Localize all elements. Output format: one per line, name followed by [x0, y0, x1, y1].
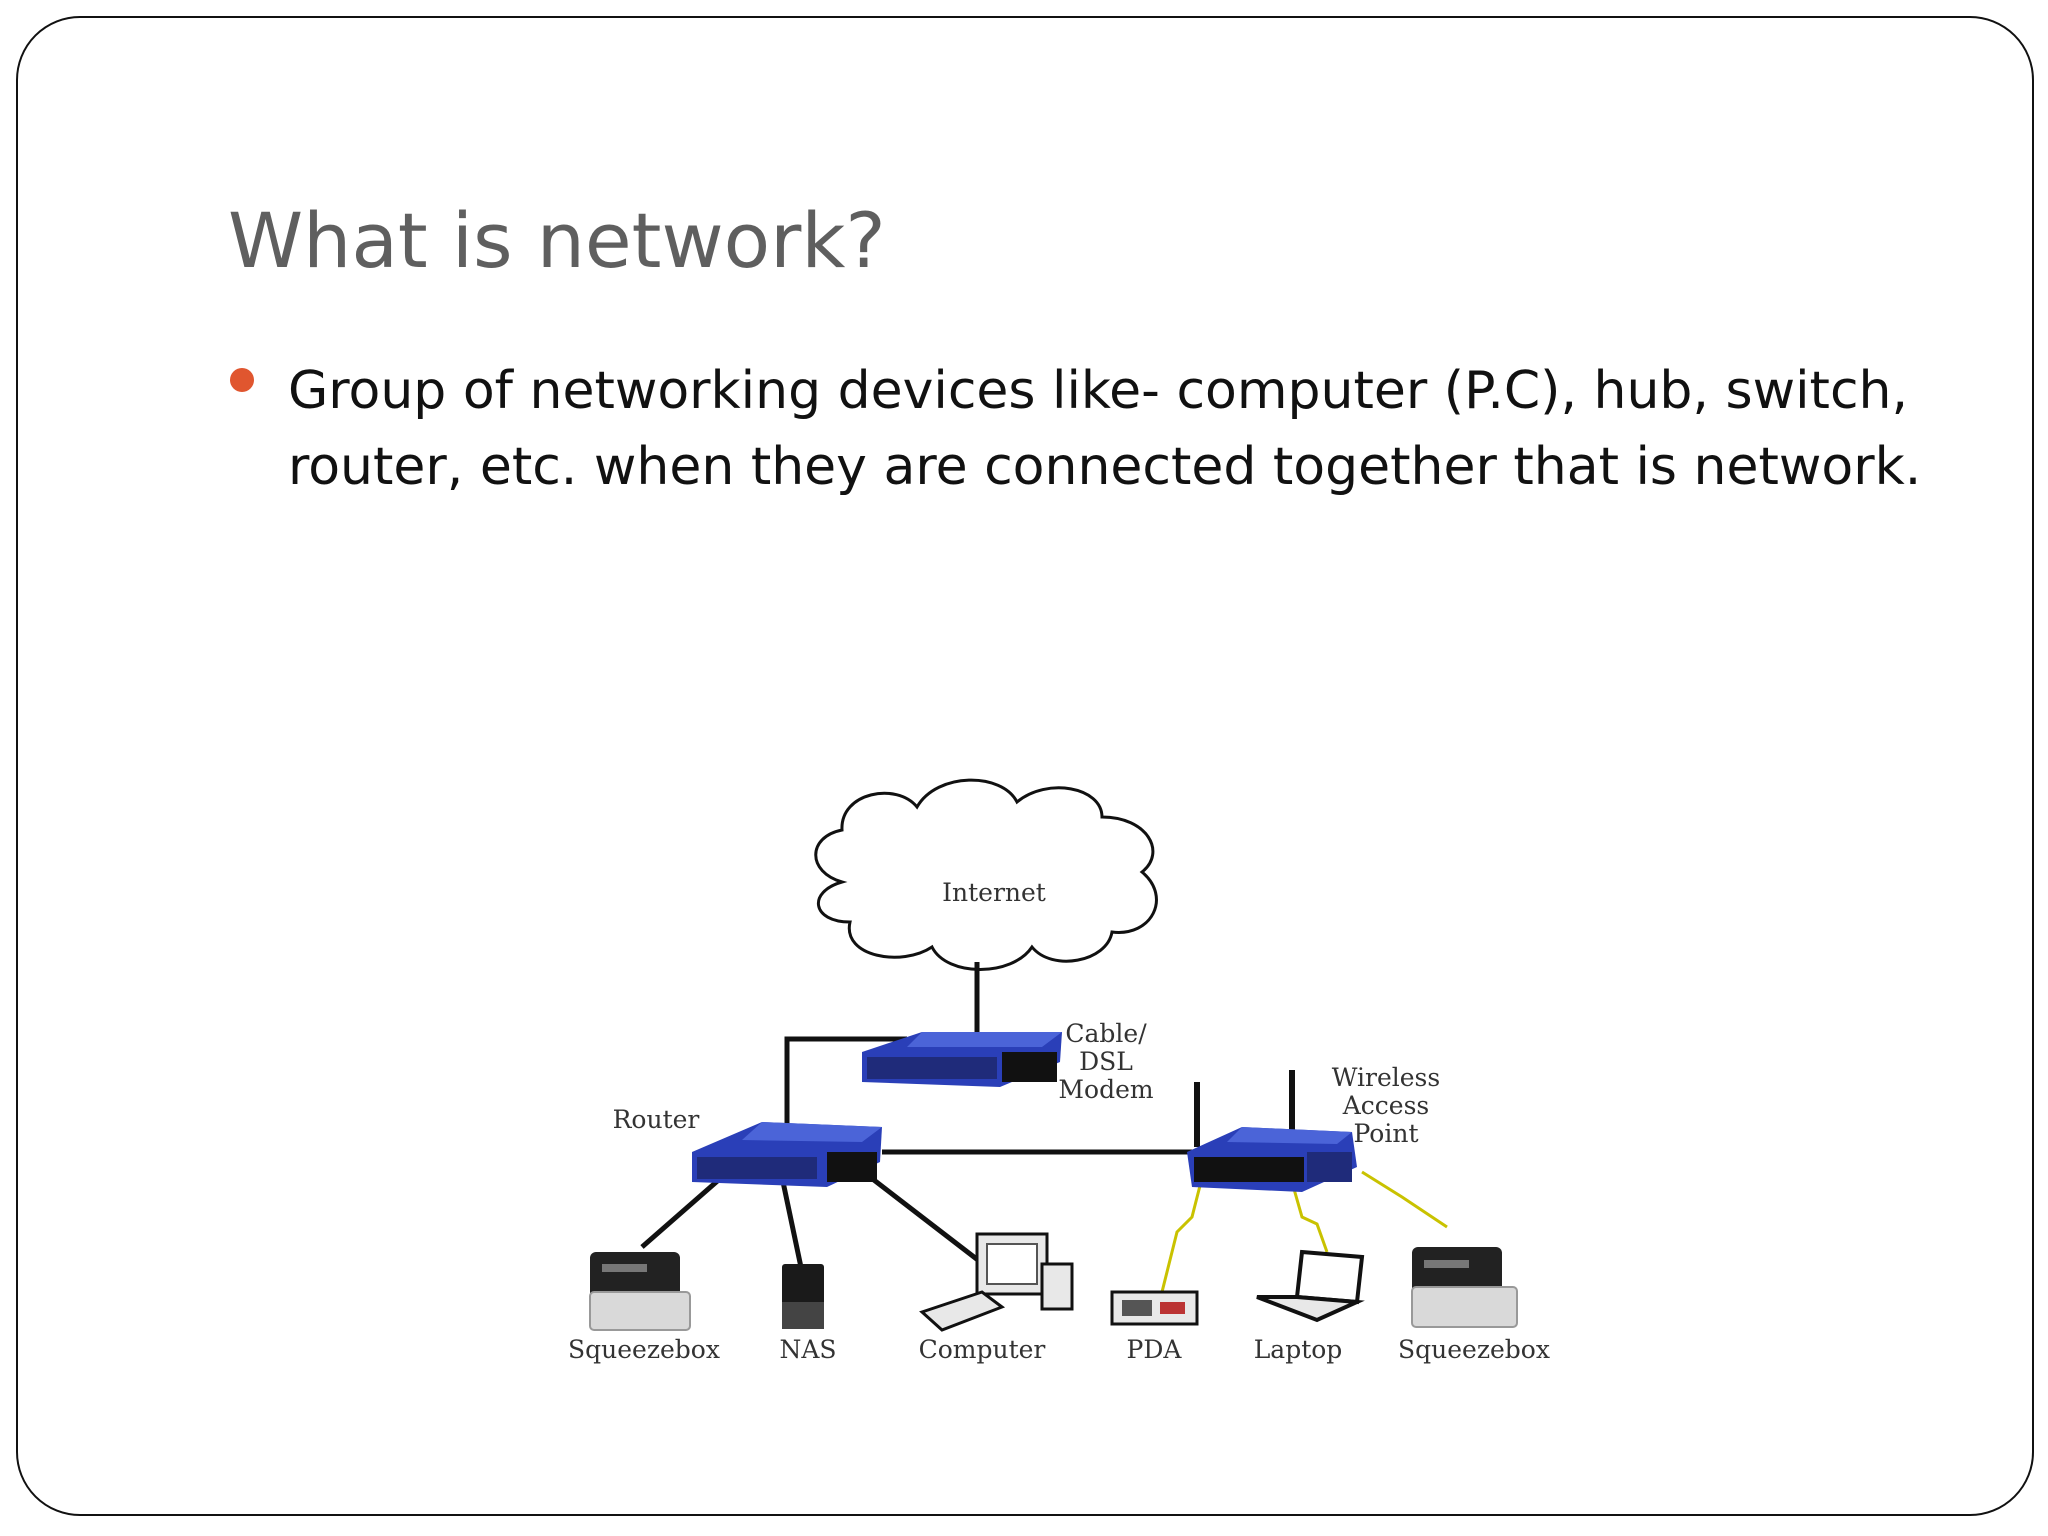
laptop-icon [1256, 1249, 1365, 1323]
wap-label-line2: Access [1342, 1091, 1430, 1120]
modem-label-line1: Cable/ [1065, 1019, 1147, 1048]
squeezebox-icon-2 [1411, 1247, 1518, 1328]
slide-title: What is network? [228, 196, 886, 285]
bullet-icon [230, 368, 254, 392]
device-label-squeezebox-2: Squeezebox [1398, 1335, 1550, 1364]
router-label: Router [613, 1105, 700, 1134]
device-label-laptop: Laptop [1254, 1335, 1343, 1364]
slide-frame: What is network? Group of networking dev… [16, 16, 2034, 1516]
pda-icon [1110, 1290, 1199, 1326]
wireless-links [1160, 1169, 1448, 1293]
router-icon [692, 1122, 882, 1187]
nas-icon [782, 1264, 824, 1329]
wap-label-line3: Point [1353, 1119, 1418, 1148]
device-label-squeezebox: Squeezebox [568, 1335, 720, 1364]
internet-cloud-icon [814, 778, 1158, 971]
modem-label-line3: Modem [1058, 1075, 1153, 1104]
modem-label-line2: DSL [1079, 1047, 1133, 1076]
bullet-text: Group of networking devices like- comput… [288, 361, 1922, 497]
device-label-pda: PDA [1127, 1335, 1183, 1364]
connection-lines [640, 962, 1197, 1273]
device-label-computer: Computer [919, 1335, 1046, 1364]
wireless-access-point-icon [1187, 1070, 1357, 1192]
modem-icon [862, 1032, 1062, 1087]
internet-label: Internet [942, 878, 1046, 907]
squeezebox-icon [589, 1252, 691, 1331]
device-label-nas: NAS [779, 1335, 836, 1364]
computer-icon [919, 1232, 1074, 1332]
wap-label-line1: Wireless [1332, 1063, 1440, 1092]
network-diagram: Internet Cable/ DSL Modem [568, 778, 1550, 1364]
